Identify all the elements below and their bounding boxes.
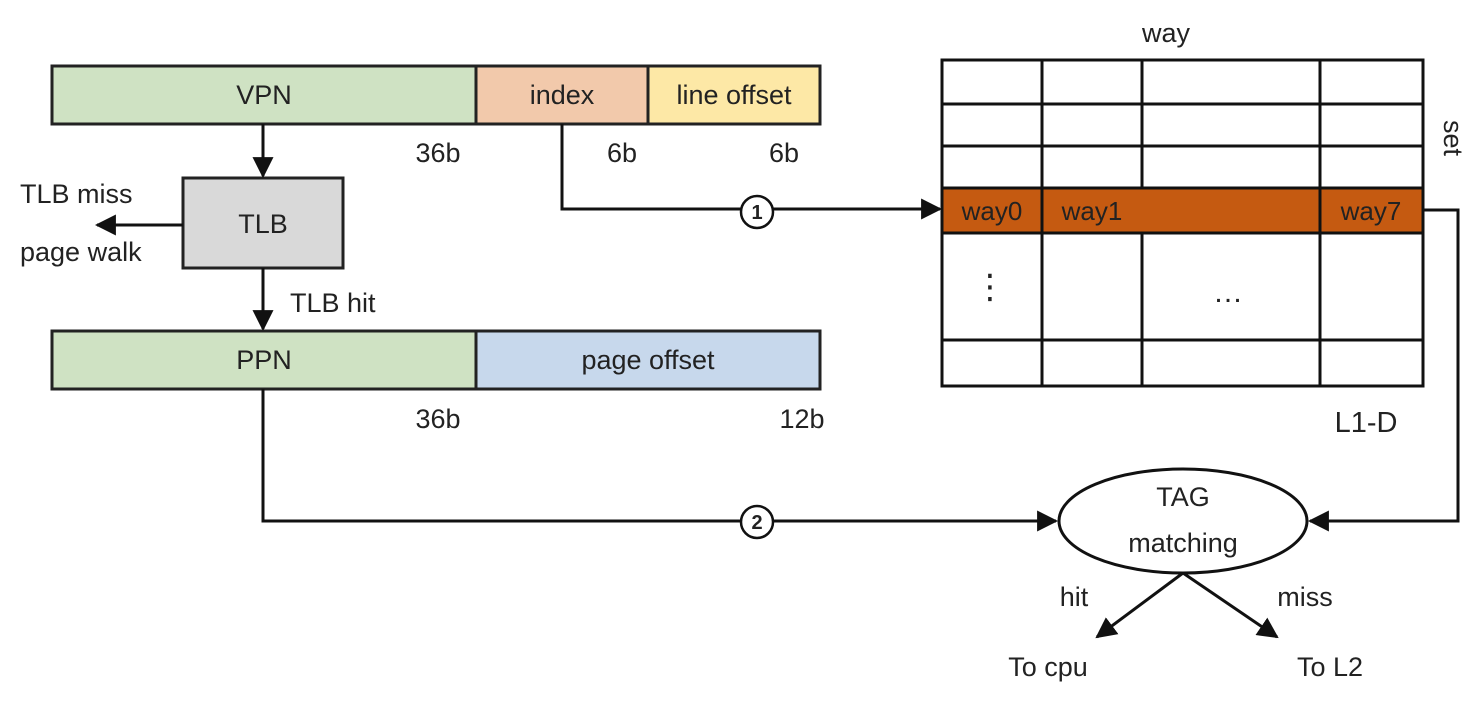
page-offset-label: page offset <box>581 345 715 375</box>
page-offset-field <box>474 329 822 391</box>
horizontal-ellipsis: … <box>1213 276 1243 309</box>
line-offset-label: line offset <box>676 80 792 110</box>
cache-name: L1-D <box>1335 407 1398 439</box>
way1-cell: way1 <box>1061 196 1123 226</box>
set-header: set <box>1438 120 1468 157</box>
line-offset-field <box>646 64 822 126</box>
vpn-bits: 36b <box>415 138 460 168</box>
physical-address: PPN page offset 36b 12b <box>50 329 825 434</box>
miss-label: miss <box>1277 582 1333 612</box>
tlb-box <box>181 176 345 270</box>
step2-path: 2 <box>261 389 1059 540</box>
hit-arrow <box>1095 571 1184 639</box>
vertical-ellipsis: ⋮ <box>973 268 1007 306</box>
line-offset-bits: 6b <box>769 138 799 168</box>
virtual-address: VPN index line offset 36b 6b 6b <box>50 64 822 168</box>
tag-matching: TAG matching hit miss To cpu To L2 <box>1008 467 1363 682</box>
step1-path: 1 <box>560 124 943 230</box>
ppn-label: PPN <box>236 345 292 375</box>
to-l2-label: To L2 <box>1297 652 1363 682</box>
way0-cell: way0 <box>961 196 1023 226</box>
miss-arrow <box>1182 571 1279 639</box>
to-cpu-label: To cpu <box>1008 652 1088 682</box>
step1-number: 1 <box>751 202 762 224</box>
tlb-miss-label: TLB miss <box>20 179 133 209</box>
l1d-cache: way set way0 way1 way7 ⋮ … L1-D <box>940 18 1468 439</box>
vpn-label: VPN <box>236 80 292 110</box>
tag-label: TAG <box>1156 482 1210 512</box>
page-offset-bits: 12b <box>779 404 824 434</box>
tlb: TLB TLB miss page walk TLB hit <box>20 124 376 332</box>
step2-circle <box>739 504 775 540</box>
way-header: way <box>1141 18 1191 48</box>
step2-number: 2 <box>751 512 762 534</box>
way7-cell: way7 <box>1340 196 1402 226</box>
cache-grid-lines <box>940 58 1425 388</box>
ppn-bits: 36b <box>415 404 460 434</box>
index-bits: 6b <box>607 138 637 168</box>
way-to-tag-arrow <box>1307 208 1460 532</box>
tlb-label: TLB <box>238 209 288 239</box>
highlighted-set-row <box>942 188 1423 233</box>
hit-label: hit <box>1060 582 1089 612</box>
page-walk-label: page walk <box>20 237 142 267</box>
index-label: index <box>530 80 595 110</box>
matching-label: matching <box>1128 528 1238 558</box>
step1-circle <box>739 194 775 230</box>
vpn-field <box>50 64 478 126</box>
tlb-hit-label: TLB hit <box>290 288 376 318</box>
